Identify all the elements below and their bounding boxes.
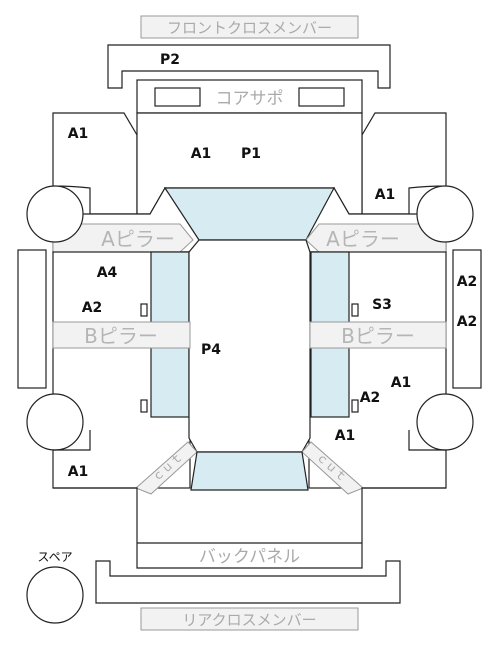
code-a1-right-mid: A1: [391, 375, 412, 391]
right-side-sill: [452, 249, 482, 389]
rear-cross-member-box: [140, 607, 359, 631]
spare-label: スペア: [37, 550, 72, 564]
left-side-sill: [17, 249, 47, 389]
a-pillar-right-label: Aピラー: [326, 227, 400, 251]
code-a2-far-right-bottom: A2: [457, 314, 478, 330]
right-slot-mark-upper: [351, 303, 359, 317]
a-pillar-left-label: Aピラー: [101, 227, 175, 251]
rear-cross-member-label: リアクロスメンバー: [182, 611, 316, 629]
rear-right-wheel: [416, 393, 474, 451]
a-pillar-left-bar: [52, 223, 194, 253]
rear-bumper-bracket: [95, 560, 401, 604]
code-a1-right-lower: A1: [335, 428, 356, 444]
code-a1-center: A1: [191, 146, 212, 162]
right-slot-mark-lower: [351, 399, 359, 413]
code-a2-right-mid: A2: [360, 390, 381, 406]
core-support-right-slot: [298, 87, 345, 107]
b-pillar-left-label: Bピラー: [84, 324, 158, 348]
front-right-wheel: [416, 185, 474, 243]
code-p1-center: P1: [241, 146, 261, 162]
b-pillar-left-bar: [52, 321, 191, 349]
code-a1-front-left: A1: [68, 126, 89, 142]
rear-left-quarter-line: [53, 430, 91, 451]
code-a1-front-right: A1: [375, 187, 396, 203]
b-pillar-right-bar: [309, 321, 447, 349]
code-p4: P4: [201, 342, 221, 358]
rear-trunk-outline: [53, 487, 446, 569]
spare-tire: [26, 566, 84, 624]
front-bumper-bracket: [107, 44, 391, 89]
front-left-wheel: [26, 185, 84, 243]
code-a1-rear-left: A1: [68, 464, 89, 480]
front-cross-member-label: フロントクロスメンバー: [167, 19, 332, 37]
rear-window: [190, 451, 309, 491]
left-slot-mark-upper: [140, 303, 148, 317]
code-a2-far-right-top: A2: [457, 274, 478, 290]
code-p2: P2: [160, 52, 180, 68]
back-panel-label: バックパネル: [199, 547, 300, 567]
code-a2-left: A2: [82, 300, 103, 316]
front-cross-member-box: [140, 15, 359, 39]
rear-right-quarter-line: [408, 430, 446, 451]
left-slot-mark-lower: [140, 399, 148, 413]
code-s3: S3: [372, 297, 392, 313]
core-support-left-slot: [154, 87, 201, 107]
a-pillar-right-bar: [305, 223, 447, 253]
core-support-label: コアサポ: [216, 89, 284, 109]
code-a4: A4: [97, 265, 118, 281]
b-pillar-right-label: Bピラー: [341, 324, 415, 348]
rear-left-wheel: [26, 393, 84, 451]
